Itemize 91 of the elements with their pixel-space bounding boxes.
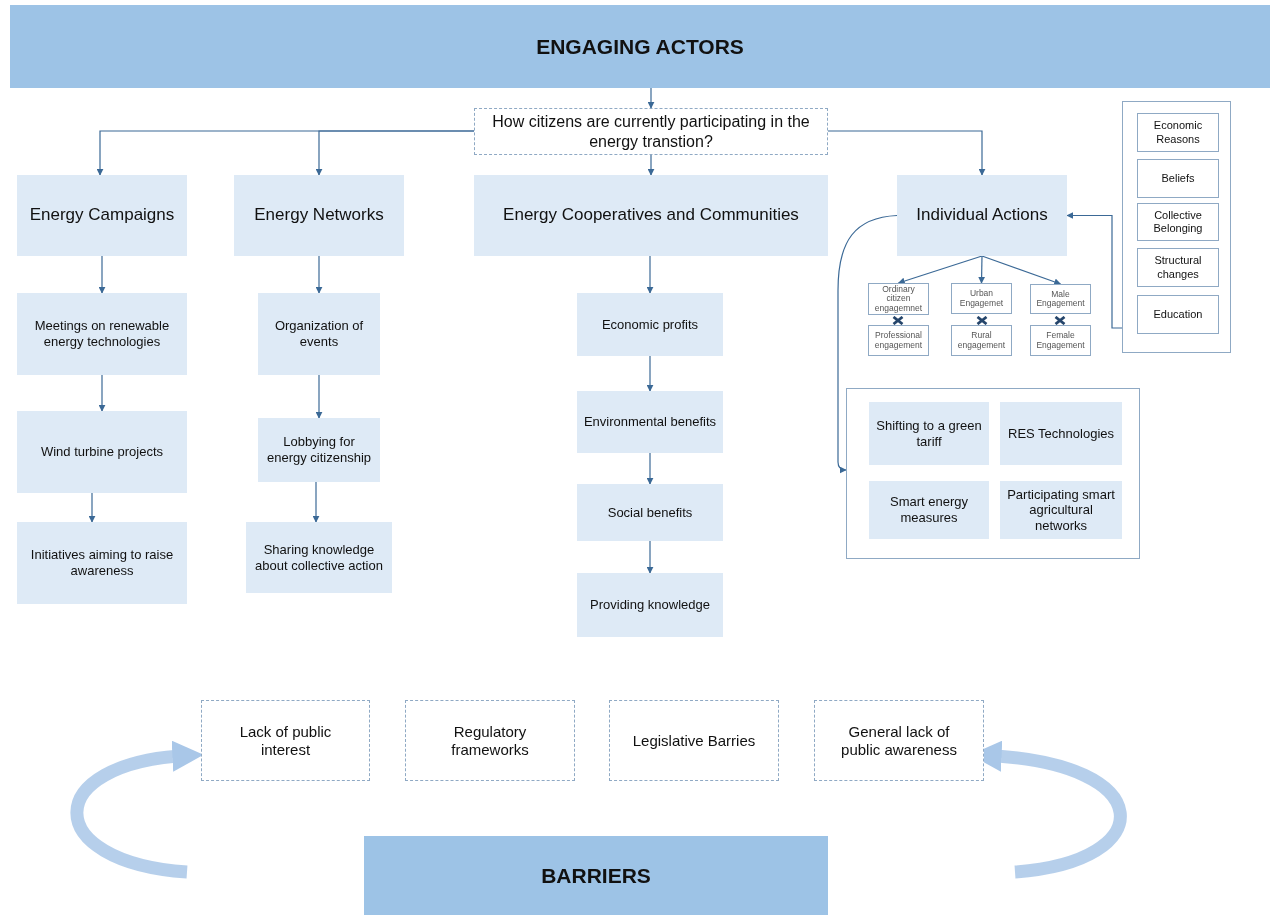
header-band xyxy=(364,836,828,915)
barrier-box xyxy=(405,700,575,781)
engagement-box xyxy=(1030,325,1091,356)
header-band xyxy=(10,5,1270,88)
arrow xyxy=(837,214,898,474)
box-label: Regulatory frameworks xyxy=(450,722,530,759)
heading: BARRIERS xyxy=(541,862,651,889)
category-box xyxy=(234,175,404,256)
category-box xyxy=(17,175,187,256)
arrow xyxy=(315,374,323,419)
box-label: Legislative Barries xyxy=(632,731,756,750)
box-label: Beliefs xyxy=(1161,171,1195,186)
process-box xyxy=(17,522,187,604)
arrow xyxy=(978,255,986,284)
box-label: Collective Belonging xyxy=(1152,208,1204,236)
box-label: Professional engagement xyxy=(873,331,924,350)
box-label: Shifting to a green tariff xyxy=(875,417,983,450)
engagement-box xyxy=(951,325,1012,356)
arrow xyxy=(981,255,1062,286)
box-label: Male Engagement xyxy=(1035,289,1086,309)
box-label: Individual Actions xyxy=(916,205,1048,226)
box-label: Initiatives aiming to raise awareness xyxy=(29,547,175,579)
category-box xyxy=(897,175,1067,256)
box-label: Education xyxy=(1153,307,1203,322)
box-label: Providing knowledge xyxy=(590,597,710,613)
arrow xyxy=(98,255,106,294)
barrier-box xyxy=(201,700,370,781)
arrow xyxy=(646,452,654,485)
box-label: Energy Cooperatives and Communities xyxy=(503,205,799,226)
arrow xyxy=(646,540,654,574)
panel-box xyxy=(1122,101,1231,353)
box-label: How citizens are currently participating in the energy transtion? xyxy=(491,112,811,151)
process-box xyxy=(577,573,723,637)
box-label: Energy Campaigns xyxy=(29,205,175,226)
arrow xyxy=(312,481,320,523)
box-label: Rural engagement xyxy=(956,331,1007,350)
action-box xyxy=(869,481,989,539)
factor-box xyxy=(1137,295,1219,334)
arrow xyxy=(98,374,106,412)
box-label: Female Engagement xyxy=(1035,331,1086,350)
engagement-box xyxy=(868,325,929,356)
process-box xyxy=(577,391,723,453)
process-box xyxy=(258,418,380,482)
engagement-box xyxy=(951,283,1012,314)
box-label: Wind turbine projects xyxy=(40,444,164,460)
arrow xyxy=(827,130,986,176)
box-label: Environmental benefits xyxy=(583,414,717,430)
arrow xyxy=(647,87,655,109)
arrow xyxy=(315,130,475,176)
factor-box xyxy=(1137,113,1219,152)
barrier-box xyxy=(609,700,779,781)
box-label: Lobbying for energy citizenship xyxy=(265,434,373,466)
box-label: Structural changes xyxy=(1153,254,1203,281)
process-box xyxy=(577,293,723,356)
box-label: Energy Networks xyxy=(254,205,384,226)
barrier-box xyxy=(814,700,984,781)
factor-box xyxy=(1137,159,1219,198)
box-label: Sharing knowledge about collective action xyxy=(254,541,384,574)
process-box xyxy=(246,522,392,593)
box-label: Economic profits xyxy=(601,316,699,333)
arrow xyxy=(646,355,654,392)
arrow xyxy=(1066,212,1123,329)
factor-box xyxy=(1137,248,1219,287)
arrow xyxy=(897,255,983,285)
box-label: RES Technologies xyxy=(1008,425,1114,442)
arrow xyxy=(315,255,323,294)
box-label: Social benefits xyxy=(607,504,693,521)
panel-box xyxy=(846,388,1140,559)
action-box xyxy=(1000,402,1122,465)
process-box xyxy=(17,293,187,375)
box-label: General lack of public awareness xyxy=(840,722,958,759)
arrow xyxy=(88,492,96,523)
box-label: Smart energy measures xyxy=(888,494,969,526)
process-box xyxy=(577,484,723,541)
process-box xyxy=(17,411,187,493)
box-label: Organization of events xyxy=(273,318,365,350)
question-box xyxy=(474,108,828,155)
box-label: Ordinary citizen engagemnet xyxy=(873,285,924,313)
arrow xyxy=(647,154,655,176)
box-label: Participating smart agricultural networks xyxy=(1006,486,1116,534)
factor-box xyxy=(1137,203,1219,241)
box-label: Lack of public interest xyxy=(238,722,333,759)
category-box xyxy=(474,175,828,256)
heading: ENGAGING ACTORS xyxy=(536,33,744,60)
action-box xyxy=(1000,481,1122,539)
box-label: Meetings on renewable energy technologies xyxy=(33,318,171,350)
arrow xyxy=(646,255,654,294)
box-label: Economic Reasons xyxy=(1152,119,1204,146)
process-box xyxy=(258,293,380,375)
box-label: Urban Engagemet xyxy=(958,289,1005,308)
action-box xyxy=(869,402,989,465)
